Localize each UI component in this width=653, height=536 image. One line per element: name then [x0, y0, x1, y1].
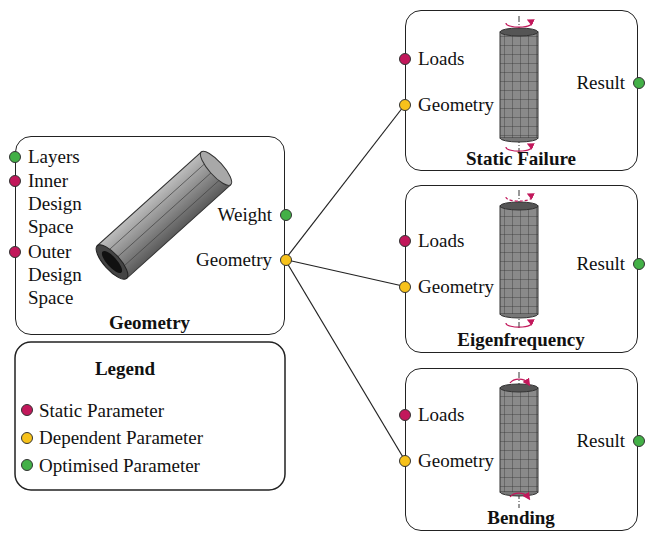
port-dot: [9, 151, 21, 163]
port-dot: [399, 235, 411, 247]
rotation-arrow: [510, 493, 528, 497]
port-dot: [399, 53, 411, 65]
analysis-box: Static Failure LoadsGeometry Result: [405, 10, 638, 171]
port-label: Geometry: [418, 449, 494, 472]
box-title: Static Failure: [466, 147, 576, 170]
port-label: Geometry: [418, 93, 494, 116]
port-dot: [399, 99, 411, 111]
connector: [285, 105, 405, 260]
box-title: Bending: [487, 506, 555, 529]
rotation-arrow: [506, 195, 532, 201]
legend-title: Legend: [95, 357, 155, 380]
legend-swatch: [21, 404, 33, 416]
port-label: Inner Design Space: [28, 169, 92, 238]
port-dot: [280, 209, 292, 221]
cylinder-top: [500, 202, 538, 210]
port-label: Geometry: [196, 248, 272, 271]
legend-text: Optimised Parameter: [39, 454, 200, 477]
box-title: Eigenfrequency: [457, 328, 584, 351]
cylinder-body: [500, 388, 538, 492]
port-dot: [399, 455, 411, 467]
cylinder-top: [500, 384, 538, 392]
load-cylinder: [500, 190, 538, 330]
port-label: Outer Design Space: [28, 240, 92, 309]
cylinder-body: [500, 32, 538, 138]
rotation-arrow: [510, 379, 528, 383]
legend-box: [15, 342, 285, 490]
load-cylinder: [500, 16, 538, 154]
cylinder-body: [500, 206, 538, 314]
cylinder-bottom: [500, 492, 538, 496]
port-label: Layers: [28, 145, 80, 168]
legend-swatch: [21, 432, 33, 444]
port-label: Weight: [218, 203, 272, 226]
port-dot: [399, 409, 411, 421]
rotation-arrow: [506, 21, 532, 27]
analysis-box: Bending LoadsGeometry Result: [405, 368, 638, 531]
cylinder-bottom: [500, 314, 538, 318]
port-dot: [280, 254, 292, 266]
port-dot: [399, 281, 411, 293]
rotation-arrow: [506, 321, 532, 327]
port-dot: [633, 435, 645, 447]
legend-text: Static Parameter: [39, 399, 164, 422]
connector: [285, 260, 405, 287]
geometry-box: Geometry LayersInner Design SpaceOuter De…: [15, 136, 285, 335]
box-title: Geometry: [109, 311, 190, 334]
load-cylinder: [500, 372, 538, 508]
cylinder-top: [500, 28, 538, 36]
port-label: Result: [576, 71, 625, 94]
connector: [285, 260, 405, 461]
port-dot: [9, 246, 21, 258]
port-label: Loads: [418, 403, 464, 426]
legend-text: Dependent Parameter: [39, 426, 203, 449]
port-dot: [633, 77, 645, 89]
port-label: Geometry: [418, 275, 494, 298]
port-label: Result: [576, 429, 625, 452]
port-dot: [633, 258, 645, 270]
analysis-box: Eigenfrequency LoadsGeometry Result: [405, 185, 638, 353]
port-label: Result: [576, 252, 625, 275]
legend-swatch: [21, 459, 33, 471]
port-label: Loads: [418, 47, 464, 70]
port-dot: [9, 175, 21, 187]
cylinder-bottom: [500, 138, 538, 142]
port-label: Loads: [418, 229, 464, 252]
